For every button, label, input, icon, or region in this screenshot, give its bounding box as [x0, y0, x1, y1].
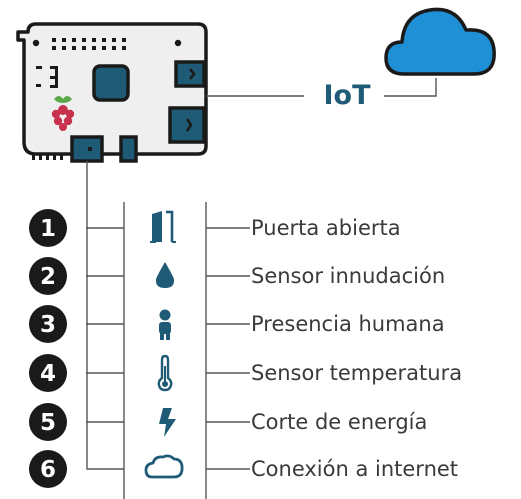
- door-open-icon: [150, 210, 176, 243]
- sensor-label-door: Puerta abierta: [251, 216, 401, 240]
- sensor-label-flood: Sensor innudación: [251, 264, 446, 288]
- badge-1-number: 1: [40, 216, 56, 242]
- cloud-outline-icon: [144, 454, 184, 479]
- sensor-label-internet: Conexión a internet: [251, 457, 459, 481]
- badge-6: 6: [29, 450, 67, 488]
- cloud-icon: [384, 7, 496, 76]
- connector-lines: [86, 78, 437, 499]
- badge-3-number: 3: [40, 312, 56, 338]
- raspberry-logo: [51, 96, 75, 131]
- badge-4-number: 4: [40, 361, 56, 387]
- sensor-label-presence: Presencia humana: [251, 312, 445, 336]
- badge-5-number: 5: [40, 410, 56, 436]
- device-board: [16, 22, 208, 163]
- sensor-label-temperature: Sensor temperatura: [251, 361, 463, 385]
- lightning-bolt-icon: [159, 408, 176, 437]
- thermometer-icon: [157, 354, 173, 392]
- sensor-label-power: Corte de energía: [251, 410, 428, 434]
- badge-5: 5: [29, 403, 67, 441]
- person-icon: [159, 309, 171, 340]
- ethernet-port: [168, 106, 206, 144]
- badge-1: 1: [29, 209, 67, 247]
- badge-4: 4: [29, 354, 67, 392]
- iot-label: IoT: [323, 80, 371, 111]
- badge-2-number: 2: [40, 264, 56, 290]
- water-drop-icon: [155, 262, 175, 288]
- hdmi-port: [70, 135, 104, 163]
- usb-port-top: [174, 60, 206, 88]
- badge-2: 2: [29, 257, 67, 295]
- gpio-header: [32, 38, 182, 50]
- cpu-chip: [92, 64, 130, 102]
- badge-3: 3: [29, 305, 67, 343]
- audio-port: [119, 135, 138, 163]
- badge-6-number: 6: [40, 457, 56, 483]
